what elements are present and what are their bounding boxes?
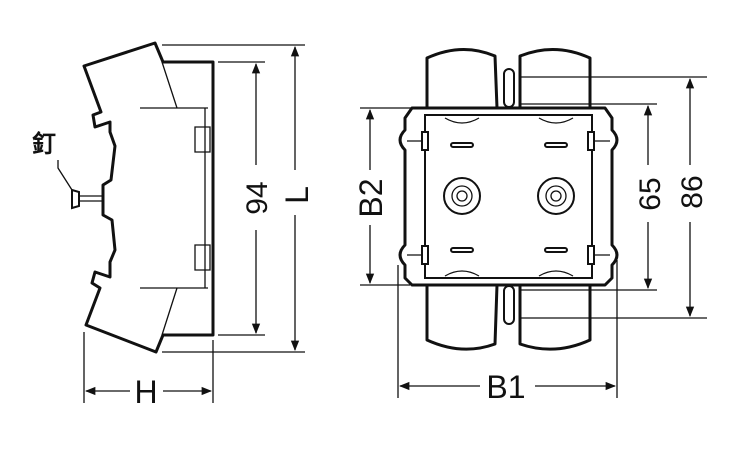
clip-tabs [194,108,211,288]
dim-94-extension [218,61,265,336]
dim-B2-extension [360,107,425,286]
dim-86-extension [520,76,707,319]
mounting-boss-icons [443,117,575,277]
dim-65-extension [520,103,657,291]
front-view: B2 65 86 B1 [353,47,709,405]
flange-lines [140,61,208,336]
box-body-side [82,41,215,354]
dim-L-label: L [279,186,315,204]
slots [450,142,568,253]
side-view: 釘 94 L H [32,41,315,410]
dim-B1-text: B1 [486,369,525,405]
dim-H-label: H [134,374,157,410]
ear-tabs [407,131,610,265]
dim-L-extension [162,44,305,353]
dim-B1-label: B1 [486,369,525,405]
nail-label: 釘 [32,130,56,158]
conduit-tubes [425,47,592,351]
dim-86-label: 86 [676,175,709,208]
nail-icon [57,160,104,210]
dim-94-label: 94 [241,181,274,214]
dim-H-extension [83,332,214,403]
dim-B1-extension [397,260,618,398]
dim-65-label: 65 [634,177,667,210]
dim-B2-text: B2 [353,178,389,217]
dim-B2-label: B2 [353,178,389,217]
